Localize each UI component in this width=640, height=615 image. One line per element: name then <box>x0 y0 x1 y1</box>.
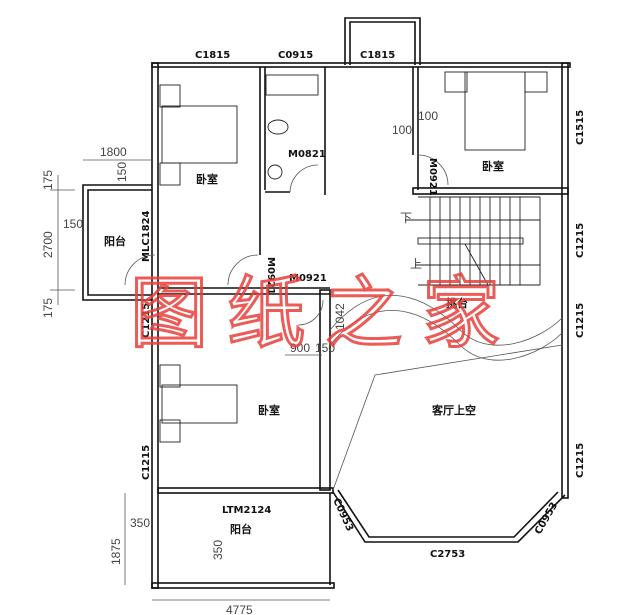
window-label-top-mid: C1815 <box>360 50 395 61</box>
dim-900: 900 <box>290 341 310 355</box>
bed <box>161 384 238 424</box>
doors <box>124 154 563 491</box>
dimension-lines <box>50 159 330 601</box>
room-bedroom-left: 卧室 <box>196 172 218 186</box>
furniture <box>159 71 548 443</box>
dim-350-a: 350 <box>130 516 150 530</box>
door-label-bedroom-right: M0921 <box>427 158 438 196</box>
window-label-right-lower: C1215 <box>575 443 586 478</box>
nightstand <box>444 71 468 93</box>
stair-up-label: 上 <box>410 257 422 271</box>
toilet <box>267 119 289 135</box>
door-label-bedroom-left-v: M0921 <box>265 257 276 295</box>
bathtub <box>265 74 319 96</box>
window-label-left-lower: C1215 <box>141 445 152 480</box>
window-label-right-terrace: C1215 <box>575 303 586 338</box>
window-label-top-left: C1815 <box>195 50 230 61</box>
dim-1875: 1875 <box>109 538 123 565</box>
window-label-top-bath: C0915 <box>278 50 313 61</box>
dim-175-top: 175 <box>41 170 55 190</box>
room-living-void: 客厅上空 <box>431 403 476 417</box>
window-label-bay-left: C0953 <box>330 497 355 534</box>
staircase <box>405 197 541 286</box>
nightstand <box>159 364 181 388</box>
dim-150-top: 150 <box>115 162 129 182</box>
walls <box>82 17 571 589</box>
door-label-bath: M0821 <box>288 149 326 160</box>
dim-100-b: 100 <box>418 109 438 123</box>
dim-2700: 2700 <box>41 231 55 258</box>
bed <box>161 105 238 164</box>
door-label-bedroom-left-h: M0921 <box>289 273 327 284</box>
dim-350-b: 350 <box>211 540 225 560</box>
washbasin <box>267 164 283 180</box>
window-label-left-upper: C1215 <box>141 303 152 338</box>
nightstand <box>159 84 181 108</box>
dim-175-bottom: 175 <box>41 298 55 318</box>
dim-150-left: 150 <box>63 217 83 231</box>
door-label-mlc1824: MLC1824 <box>141 210 152 262</box>
bed <box>464 71 526 151</box>
room-balcony-left: 阳台 <box>104 234 126 248</box>
nightstand <box>524 71 548 93</box>
dim-150-corridor: 150 <box>315 341 335 355</box>
dim-1800: 1800 <box>100 145 127 159</box>
door-label-corridor: 1042 <box>333 303 347 330</box>
room-bedroom-right: 卧室 <box>482 159 504 173</box>
stair-down-label: 下 <box>400 211 412 225</box>
window-label-right-bedroom: C1515 <box>575 110 586 145</box>
window-label-bay-right: C0953 <box>533 501 560 537</box>
room-balcony-lower: 阳台 <box>230 522 252 536</box>
room-bedroom-lower: 卧室 <box>258 403 280 417</box>
window-label-right-stair: C1215 <box>575 223 586 258</box>
door-label-ltm2124: LTM2124 <box>222 505 271 516</box>
nightstand <box>159 419 181 443</box>
window-label-bay-bottom: C2753 <box>430 549 465 560</box>
dim-100-a: 100 <box>392 123 412 137</box>
nightstand <box>159 162 181 186</box>
room-terrace: 挑台 <box>446 296 468 310</box>
dim-4775: 4775 <box>226 603 253 615</box>
